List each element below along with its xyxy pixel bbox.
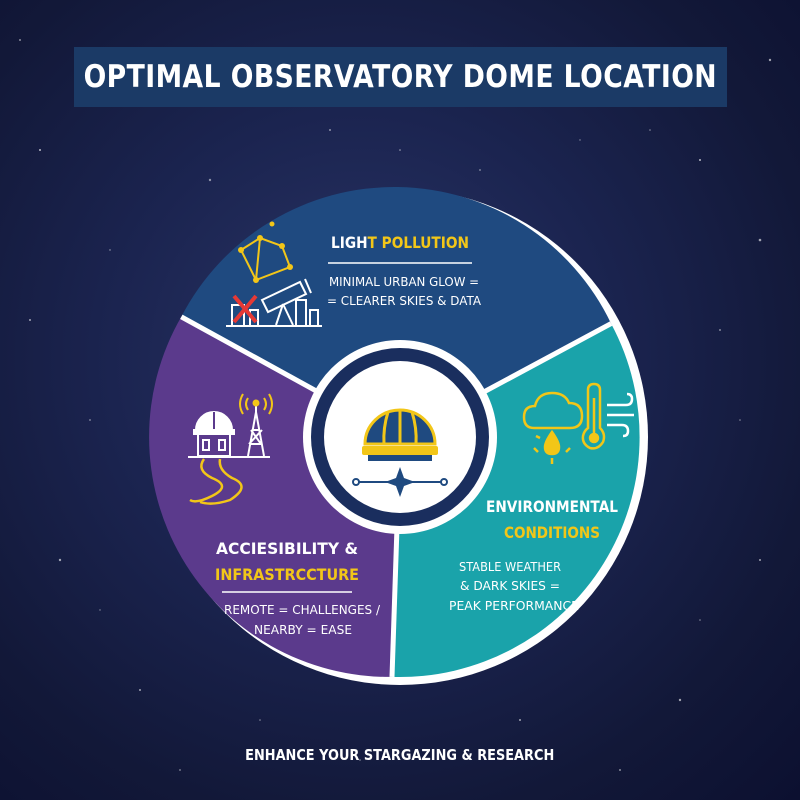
footer-tagline: ENHANCE YOUR STARGAZING & RESEARCH: [0, 746, 800, 764]
observatory-dome-icon: [352, 408, 448, 497]
observatory-road-tower-icon: [188, 393, 273, 505]
accessibility-line1: REMOTE = CHALLENGES /: [224, 603, 381, 617]
telescope-constellation-city-icon: [226, 221, 322, 327]
light-pollution-line1: MINIMAL URBAN GLOW =: [329, 275, 479, 289]
light-pollution-title: LIGHT POLLUTION: [331, 233, 469, 252]
environmental-title-line2: CONDITIONS: [504, 523, 600, 542]
accessibility-title-line2: INFRASTRCCTURE: [215, 565, 359, 584]
environmental-title-line1: ENVIRONMENTAL: [486, 497, 618, 516]
accessibility-title-line1: ACCIESIBILITY &: [216, 539, 358, 558]
weather-thermometer-wind-icon: [522, 382, 634, 464]
page-title: OPTIMAL OBSERVATORY DOME LOCATION: [83, 59, 718, 95]
accessibility-line2: NEARBY = EASE: [254, 623, 352, 637]
environmental-line2: & DARK SKIES =: [460, 579, 560, 593]
footer-text: ENHANCE YOUR STARGAZING & RESEARCH: [245, 746, 555, 764]
light-pollution-line2: = CLEARER SKIES & DATA: [327, 294, 482, 308]
environmental-line3: PEAK PERFORMANCE: [449, 599, 579, 613]
title-banner: OPTIMAL OBSERVATORY DOME LOCATION: [74, 47, 727, 107]
environmental-line1: STABLE WEATHER: [459, 560, 561, 574]
